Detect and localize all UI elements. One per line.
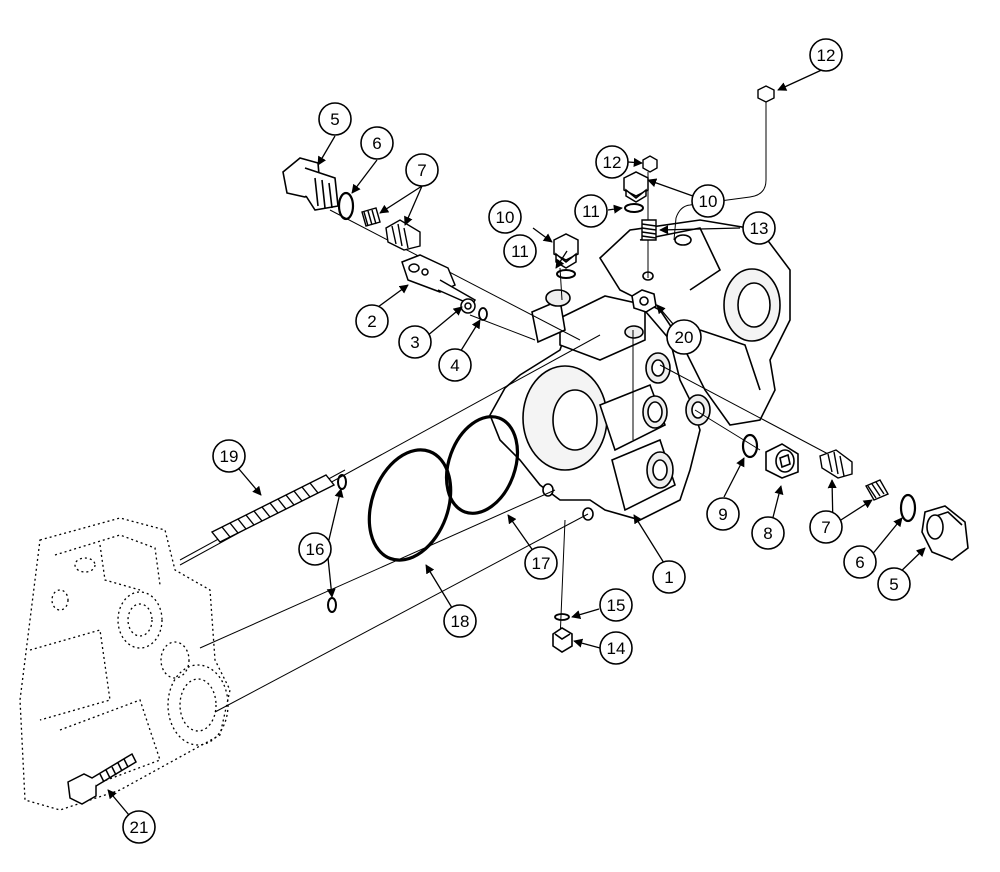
callout-20: 20: [666, 319, 702, 355]
valve-body: [489, 289, 711, 521]
svg-text:19: 19: [220, 447, 239, 466]
svg-text:7: 7: [417, 161, 426, 180]
o-ring-part-11-upper: [624, 203, 644, 213]
plug-part-8: [765, 443, 799, 479]
svg-text:16: 16: [306, 540, 325, 559]
spring-part-13: [641, 219, 657, 241]
svg-text:17: 17: [532, 554, 551, 573]
washer-part-3: [460, 298, 476, 314]
callout-13: 13: [742, 211, 776, 245]
svg-text:21: 21: [130, 818, 149, 837]
poppet-part-7-lower: [819, 449, 853, 479]
callout-6: 6: [843, 545, 877, 579]
callout-16: 16: [298, 532, 332, 566]
svg-text:5: 5: [889, 575, 898, 594]
callout-10: 10: [691, 184, 725, 218]
plug-part-5-lower: [921, 505, 969, 561]
svg-text:2: 2: [367, 312, 376, 331]
plug-part-12-top: [757, 85, 775, 103]
svg-text:1: 1: [664, 568, 673, 587]
plug-part-14: [552, 627, 573, 653]
callout-14: 14: [599, 631, 633, 665]
svg-text:15: 15: [607, 596, 626, 615]
callout-15: 15: [599, 588, 633, 622]
callout-21: 21: [122, 810, 156, 844]
callout-3: 3: [398, 325, 432, 359]
plug-part-5-upper: [282, 157, 339, 211]
callout-2: 2: [355, 304, 389, 338]
plug-part-10-upper: [623, 171, 649, 203]
svg-text:9: 9: [718, 505, 727, 524]
nut-part-20: [631, 289, 657, 313]
svg-text:6: 6: [855, 553, 864, 572]
svg-text:10: 10: [496, 208, 515, 227]
callout-11: 11: [574, 194, 608, 228]
callout-17: 17: [524, 546, 558, 580]
callout-12: 12: [809, 38, 843, 72]
svg-text:3: 3: [410, 333, 419, 352]
svg-text:11: 11: [511, 242, 529, 261]
callout-5: 5: [318, 102, 352, 136]
o-ring-part-4: [478, 307, 488, 321]
svg-text:8: 8: [763, 524, 772, 543]
o-ring-part-6-lower: [899, 493, 917, 523]
svg-text:12: 12: [603, 153, 622, 172]
svg-text:14: 14: [607, 639, 626, 658]
svg-text:18: 18: [451, 612, 470, 631]
callouts: 12 5 6 7 12 10 11 13: [122, 38, 911, 844]
svg-text:5: 5: [330, 110, 339, 129]
plug-part-10-middle: [553, 233, 579, 269]
stud-part-19: [210, 474, 336, 543]
spring-poppet-part-7-upper: [361, 207, 421, 251]
svg-text:7: 7: [821, 518, 830, 537]
callout-8: 8: [751, 516, 785, 550]
callout-10: 10: [488, 200, 522, 234]
svg-text:10: 10: [699, 192, 718, 211]
o-ring-part-6-upper: [337, 191, 355, 221]
spring-part-7-lower: [865, 479, 889, 501]
callout-11: 11: [503, 234, 537, 268]
svg-text:13: 13: [750, 219, 769, 238]
callout-7: 7: [809, 510, 843, 544]
plug-part-12-upper: [642, 155, 658, 173]
callout-19: 19: [212, 439, 246, 473]
callout-12: 12: [595, 145, 629, 179]
o-ring-part-16-lower: [327, 597, 337, 613]
callout-18: 18: [443, 604, 477, 638]
callout-1: 1: [652, 560, 686, 594]
svg-text:12: 12: [817, 46, 836, 65]
o-ring-part-15: [554, 613, 570, 621]
o-ring-part-11-middle: [556, 269, 576, 279]
o-ring-part-9: [741, 433, 759, 459]
svg-text:4: 4: [450, 356, 459, 375]
callout-7: 7: [405, 153, 439, 187]
callout-4: 4: [438, 348, 472, 382]
svg-text:20: 20: [675, 328, 694, 347]
svg-text:11: 11: [582, 202, 600, 221]
o-ring-part-16-upper: [337, 474, 347, 490]
callout-5: 5: [877, 567, 911, 601]
svg-text:6: 6: [372, 134, 381, 153]
relief-valve-part-2: [401, 254, 477, 306]
o-ring-part-18: [367, 448, 453, 562]
callout-6: 6: [360, 126, 394, 160]
callout-9: 9: [706, 497, 740, 531]
bolt-part-21: [67, 752, 137, 805]
o-ring-part-17: [444, 415, 520, 515]
